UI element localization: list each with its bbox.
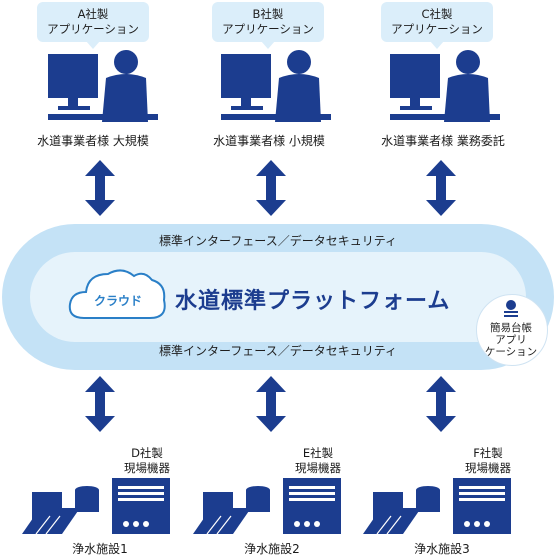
bubble-line-app: アプリケーション <box>47 22 139 36</box>
double-arrow-icon <box>85 160 115 216</box>
double-arrow-icon <box>256 160 286 216</box>
user-label-large: 水道事業者様 大規模 <box>37 134 149 148</box>
user-label-outsourced: 水道事業者様 業務委託 <box>381 134 505 148</box>
bubble-line-app: アプリケーション <box>391 22 483 36</box>
facility-label-3: 浄水施設3 <box>414 542 470 556</box>
water-plant-icon <box>193 478 341 535</box>
ledger-app-line: 簡易台帳 <box>490 322 532 334</box>
platform-band <box>2 224 554 370</box>
equipment-line: E社製 <box>302 446 334 460</box>
equipment-line: 現場機器 <box>295 461 341 475</box>
facility-label-2: 浄水施設2 <box>244 542 300 556</box>
bubble-line-company: C社製 <box>421 7 453 21</box>
user-computer-icon <box>48 50 158 122</box>
app-bubble-c: C社製 アプリケーション <box>381 2 493 49</box>
ledger-app-label: 簡易台帳 アプリ ケーション <box>476 322 546 358</box>
user-computer-icon <box>221 50 331 122</box>
ledger-app-line: アプリ <box>495 334 527 346</box>
double-arrow-icon <box>85 376 115 432</box>
equipment-label-d: D社製 現場機器 <box>112 446 182 476</box>
water-plant-icon <box>22 478 170 535</box>
double-arrow-icon <box>256 376 286 432</box>
double-arrow-icon <box>426 160 456 216</box>
equipment-line: F社製 <box>473 446 503 460</box>
platform-title: 水道標準プラットフォーム <box>175 289 451 314</box>
cloud-icon <box>68 269 166 319</box>
cloud-label: クラウド <box>93 294 142 308</box>
equipment-label-f: F社製 現場機器 <box>453 446 523 476</box>
bubble-line-app: アプリケーション <box>222 22 314 36</box>
facility-label-1: 浄水施設1 <box>72 542 128 556</box>
app-bubble-a: A社製 アプリケーション <box>37 2 149 49</box>
app-bubble-b: B社製 アプリケーション <box>212 2 324 49</box>
equipment-line: 現場機器 <box>465 461 511 475</box>
double-arrow-icon <box>426 376 456 432</box>
bubble-line-company: B社製 <box>252 7 284 21</box>
equipment-line: 現場機器 <box>124 461 170 475</box>
user-computer-icon <box>390 50 500 122</box>
bubble-line-company: A社製 <box>77 7 109 21</box>
equipment-line: D社製 <box>131 446 163 460</box>
equipment-label-e: E社製 現場機器 <box>283 446 353 476</box>
interface-label-bottom: 標準インターフェース／データセキュリティ <box>159 344 397 358</box>
interface-label-top: 標準インターフェース／データセキュリティ <box>159 234 397 248</box>
user-label-small: 水道事業者様 小規模 <box>213 134 325 148</box>
ledger-app-line: ケーション <box>484 346 538 358</box>
water-plant-icon <box>363 478 511 535</box>
ledger-app-icon <box>504 300 518 317</box>
